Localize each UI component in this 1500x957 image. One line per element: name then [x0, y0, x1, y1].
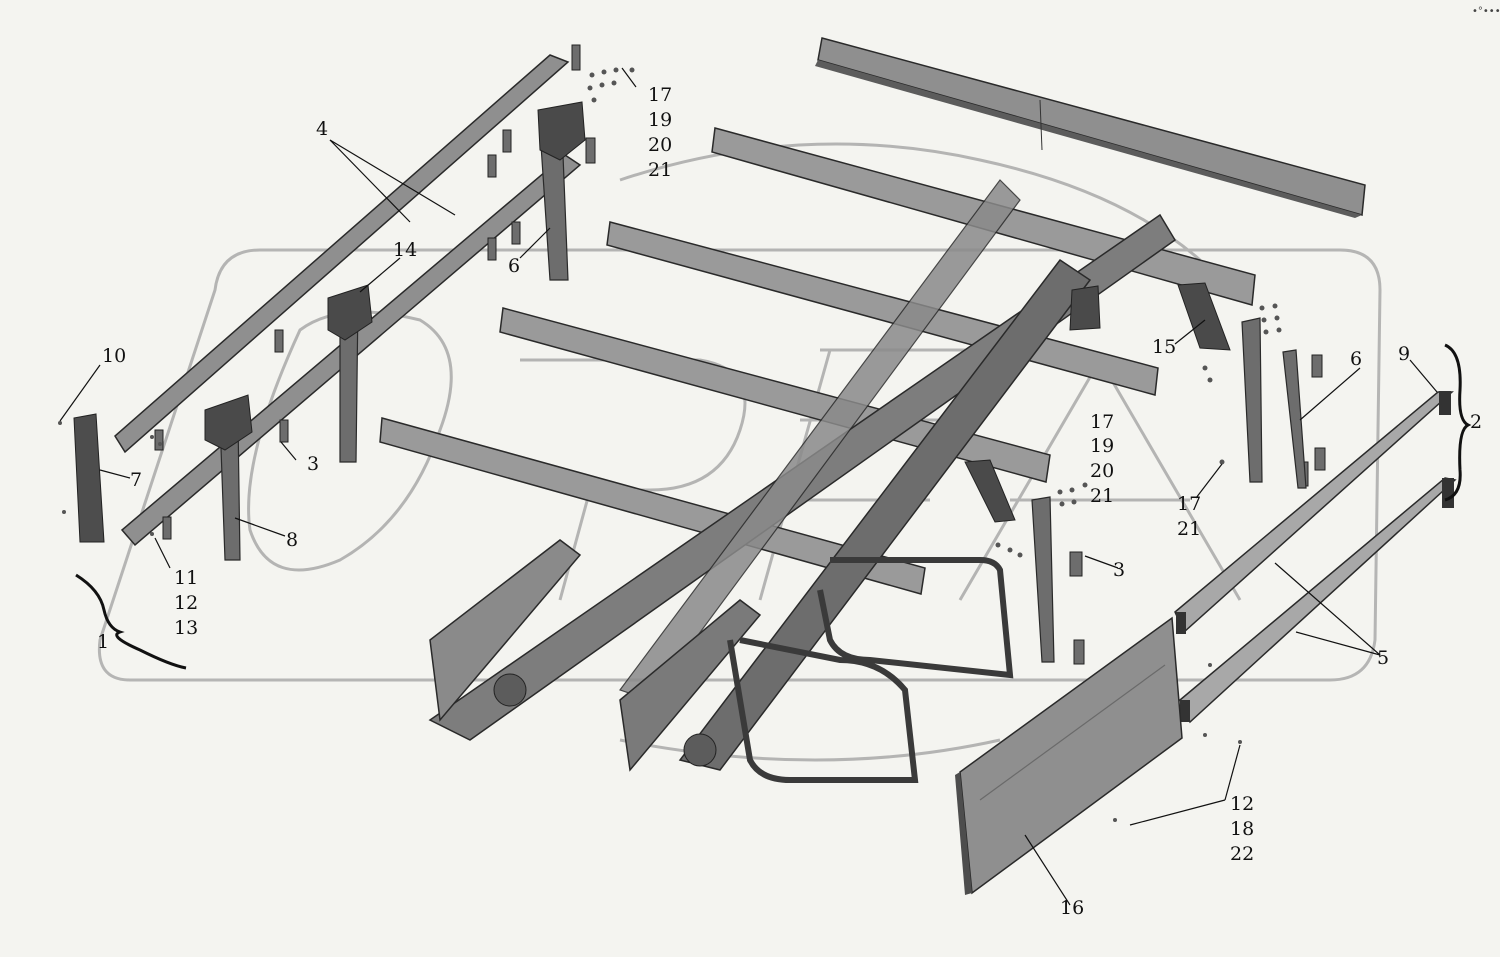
watermark-logo: [97, 142, 1382, 762]
callouts: 17 19 20 21 4 14 6 10 7 3 8 11 12 13 1 1…: [97, 84, 1482, 919]
door-frames: [727, 557, 1014, 783]
callout-6-left: 6: [508, 255, 520, 277]
callout-16: 16: [1060, 897, 1084, 919]
braces: [75, 343, 1472, 670]
callout-9: 9: [1398, 343, 1410, 365]
callout-17-top: 17: [648, 84, 672, 106]
leader-lines: [59, 67, 1438, 906]
callout-12-right: 12: [1230, 793, 1254, 815]
callout-5: 5: [1377, 647, 1389, 669]
callout-21-right: 21: [1177, 518, 1201, 540]
callout-6-right: 6: [1350, 348, 1362, 370]
posts-left: [73, 101, 586, 561]
fastener-dots: [58, 67, 1282, 822]
callout-18: 18: [1230, 818, 1254, 840]
callout-20-mid: 20: [1090, 460, 1114, 482]
callout-17-right: 17: [1177, 493, 1201, 515]
callout-21-top: 21: [648, 159, 672, 181]
callout-15: 15: [1152, 336, 1176, 358]
callout-19-mid: 19: [1090, 435, 1114, 457]
corner-mark: •°•••: [1472, 6, 1500, 17]
callout-21-mid: 21: [1090, 485, 1114, 507]
callout-8: 8: [286, 529, 298, 551]
callout-10: 10: [102, 345, 126, 367]
callout-7: 7: [130, 469, 142, 491]
callout-1: 1: [97, 631, 109, 653]
cross-members: [379, 127, 1256, 595]
callout-13: 13: [174, 617, 198, 639]
side-boards-5: [1174, 391, 1457, 724]
callout-3-left: 3: [307, 453, 319, 475]
callout-12-left: 12: [174, 592, 198, 614]
posts-right: [964, 282, 1307, 663]
callout-11: 11: [174, 567, 198, 589]
longitudinal-frame: [428, 179, 1177, 772]
callout-4: 4: [316, 118, 328, 140]
callout-17-mid: 17: [1090, 411, 1114, 433]
callout-2: 2: [1470, 411, 1482, 433]
callout-20-top: 20: [648, 134, 672, 156]
callout-14: 14: [393, 239, 417, 261]
top-cross-beam: [815, 37, 1366, 218]
callout-22: 22: [1230, 843, 1254, 865]
front-panel-16: [955, 616, 1183, 895]
callout-3-right: 3: [1113, 559, 1125, 581]
callout-19-top: 19: [648, 109, 672, 131]
